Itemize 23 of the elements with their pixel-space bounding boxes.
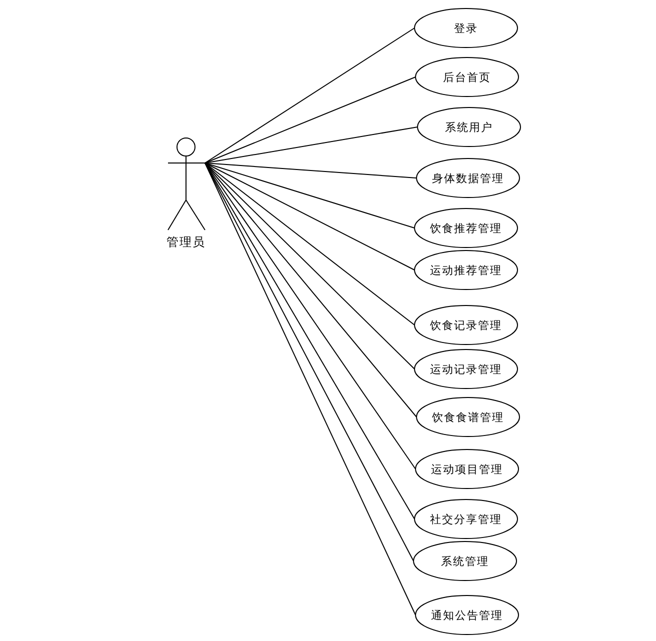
use-case-ellipse: 登录 (414, 8, 518, 48)
use-case-ellipse: 系统管理 (413, 541, 517, 581)
association-line (204, 162, 415, 370)
actor-name: 管理员 (166, 234, 206, 251)
association-line (204, 162, 417, 418)
use-case-ellipse: 通知公告管理 (415, 595, 519, 635)
use-case-ellipse: 社交分享管理 (414, 499, 518, 539)
use-case-ellipse: 饮食记录管理 (414, 305, 518, 345)
use-case-ellipse: 运动项目管理 (415, 449, 519, 489)
use-case-ellipse: 系统用户 (417, 107, 521, 147)
use-case-ellipse: 饮食食谱管理 (416, 397, 520, 437)
use-case-ellipse: 运动记录管理 (414, 349, 518, 389)
association-line (204, 162, 415, 326)
association-line (204, 162, 415, 228)
use-case-ellipse: 饮食推荐管理 (414, 208, 518, 248)
association-line (204, 28, 415, 164)
use-case-ellipse: 运动推荐管理 (414, 250, 518, 290)
association-line (204, 126, 418, 164)
use-case-ellipse: 后台首页 (415, 57, 519, 97)
association-line (204, 76, 416, 164)
association-line (204, 162, 415, 270)
use-case-ellipse: 身体数据管理 (416, 158, 520, 198)
association-line (204, 162, 417, 178)
